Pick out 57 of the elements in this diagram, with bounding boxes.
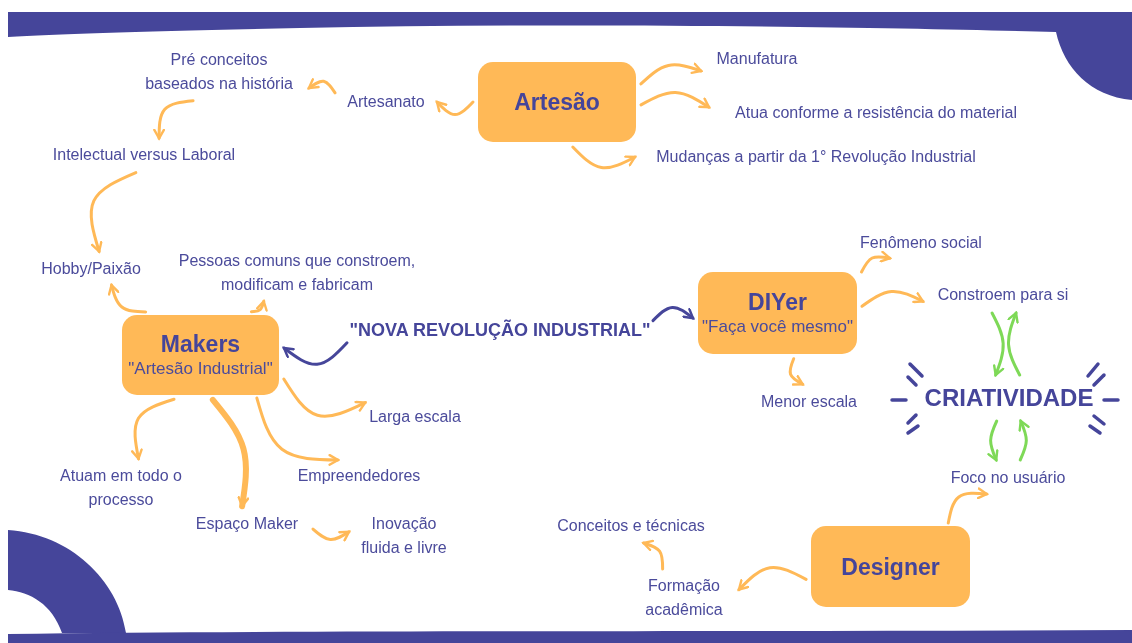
arrow xyxy=(788,357,805,386)
node-label: Constroem para si xyxy=(928,282,1078,308)
concept-box xyxy=(122,315,279,395)
concept-box xyxy=(811,526,970,607)
node-label: Menor escala xyxy=(752,389,866,415)
arrow xyxy=(987,419,999,462)
node-label: Pessoas comuns que constroem, modificam e fabricam xyxy=(162,248,432,298)
arrow xyxy=(860,290,925,308)
concept-box xyxy=(698,272,857,354)
box-subtitle: "Faça você mesmo" xyxy=(702,316,853,338)
node-label: Formação acadêmica xyxy=(634,573,734,623)
arrow xyxy=(282,377,367,418)
arrow xyxy=(639,90,711,109)
node-label: Fenômeno social xyxy=(848,230,994,256)
node-label: Conceitos e técnicas xyxy=(544,513,718,539)
node-label: Atua conforme a resistência do material xyxy=(714,100,1038,126)
arrow xyxy=(131,397,176,461)
box-title: Designer xyxy=(841,552,940,581)
arrow xyxy=(435,100,475,117)
arrow xyxy=(639,62,703,86)
node-label: Empreendedores xyxy=(286,463,432,489)
arrow xyxy=(1007,311,1022,377)
box-title: Artesão xyxy=(514,88,600,116)
node-label: Mudanças a partir da 1° Revolução Industrial xyxy=(640,144,992,170)
arrow xyxy=(642,539,665,571)
node-label: Manufatura xyxy=(706,46,808,72)
node-label: Inovação fluida e livre xyxy=(354,511,454,561)
arrow xyxy=(282,341,349,366)
arrow xyxy=(311,527,351,542)
arrow xyxy=(255,396,340,466)
arrow xyxy=(209,396,250,510)
arrow xyxy=(860,250,892,274)
node-label: Hobby/Paixão xyxy=(32,256,150,282)
arrow xyxy=(737,565,808,592)
box-subtitle: "Artesão Industrial" xyxy=(128,358,273,380)
arrow xyxy=(89,171,138,253)
concept-box xyxy=(478,62,636,142)
node-label: Larga escala xyxy=(360,404,470,430)
arrow xyxy=(651,305,695,323)
keyword-label: CRIATIVIDADE xyxy=(924,380,1094,416)
node-label: Intelectual versus Laboral xyxy=(38,142,250,168)
box-title: Makers xyxy=(160,330,241,358)
node-label: Pré conceitos baseados na história xyxy=(134,47,304,97)
arrow xyxy=(153,99,195,140)
arrow xyxy=(571,145,637,170)
arrow xyxy=(946,487,989,525)
box-title: DIYer xyxy=(748,288,807,316)
node-label: Espaço Maker xyxy=(186,511,308,537)
node-label: Artesanato xyxy=(340,89,432,115)
node-label: Foco no usuário xyxy=(940,465,1076,491)
node-label: Atuam em todo o processo xyxy=(48,463,194,513)
arrow xyxy=(249,299,268,314)
heading-label: "NOVA REVOLUÇÃO INDUSTRIAL" xyxy=(352,316,648,344)
arrow xyxy=(107,283,148,314)
arrow xyxy=(307,78,337,95)
arrow xyxy=(990,311,1005,377)
arrow xyxy=(1018,419,1030,462)
